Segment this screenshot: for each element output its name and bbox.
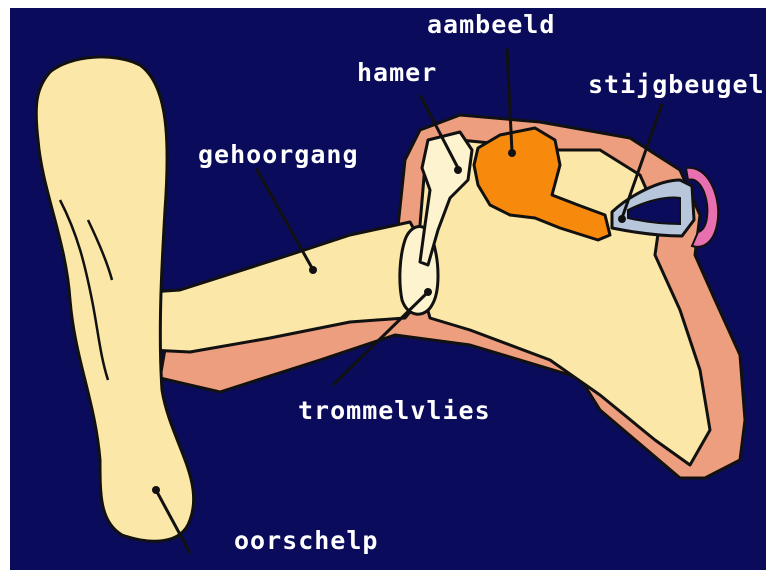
pointer-dot-gehoorgang — [309, 266, 317, 274]
pointer-dot-oorschelp — [152, 486, 160, 494]
label-stijgbeugel: stijgbeugel — [588, 72, 765, 97]
label-trommelvlies: trommelvlies — [298, 398, 491, 423]
pointer-dot-trommelvlies — [424, 288, 432, 296]
pointer-dot-aambeeld — [508, 149, 516, 157]
pointer-dot-hamer — [454, 166, 462, 174]
label-hamer: hamer — [357, 60, 437, 85]
label-aambeeld: aambeeld — [427, 12, 555, 37]
pointer-dot-stijgbeugel — [618, 215, 626, 223]
label-oorschelp: oorschelp — [234, 528, 378, 553]
label-gehoorgang: gehoorgang — [198, 142, 359, 167]
